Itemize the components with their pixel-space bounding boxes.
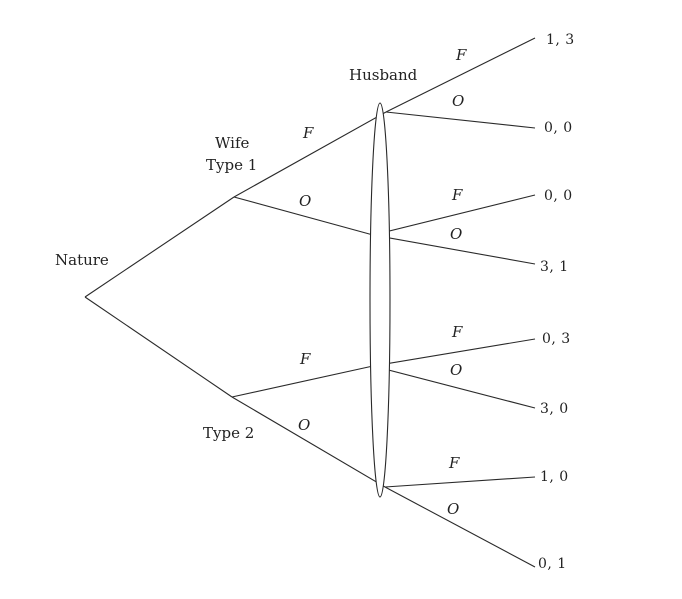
payoff-4: 3, 1 (540, 259, 569, 275)
edge-husband2-o (372, 234, 536, 265)
edge-type1-o (233, 196, 374, 236)
payoff-5: 0, 3 (542, 331, 571, 347)
type1-f-action-label: F (302, 124, 314, 142)
payoff-8: 0, 1 (538, 556, 567, 572)
type1-label: Type 1 (206, 156, 257, 174)
edge-nature-to-type2 (84, 296, 233, 398)
type1-o-action-label: O (299, 192, 311, 210)
husband-information-set (369, 102, 391, 498)
payoff-7: 1, 0 (540, 469, 569, 485)
edge-husband2-f (372, 194, 536, 236)
husband-label: Husband (349, 66, 418, 84)
payoff-3: 0, 0 (544, 188, 573, 204)
husband3-f-action-label: F (451, 323, 463, 341)
husband2-f-action-label: F (451, 186, 463, 204)
edge-type2-f (231, 365, 374, 398)
husband1-o-action-label: O (452, 92, 464, 110)
husband3-o-action-label: O (450, 361, 462, 379)
payoff-1: 1, 3 (546, 32, 575, 48)
nature-label: Nature (55, 251, 109, 269)
edge-husband4-o (384, 486, 536, 568)
edge-type1-f (233, 111, 387, 198)
edge-husband3-f (372, 338, 536, 367)
type2-o-action-label: O (298, 416, 310, 434)
edge-husband1-o (385, 111, 536, 129)
husband4-f-action-label: F (448, 454, 460, 472)
husband1-f-action-label: F (455, 46, 467, 64)
edge-husband1-f (385, 37, 536, 113)
husband4-o-action-label: O (447, 500, 459, 518)
type2-label: Type 2 (203, 424, 254, 442)
payoff-2: 0, 0 (544, 120, 573, 136)
edge-nature-to-type1 (84, 196, 235, 298)
wife-label: Wife (215, 134, 250, 152)
type2-f-action-label: F (299, 350, 311, 368)
husband2-o-action-label: O (450, 225, 462, 243)
payoff-6: 3, 0 (540, 401, 569, 417)
edge-husband4-f (384, 476, 536, 488)
edge-husband3-o (372, 365, 536, 409)
edge-type2-o (231, 396, 386, 488)
